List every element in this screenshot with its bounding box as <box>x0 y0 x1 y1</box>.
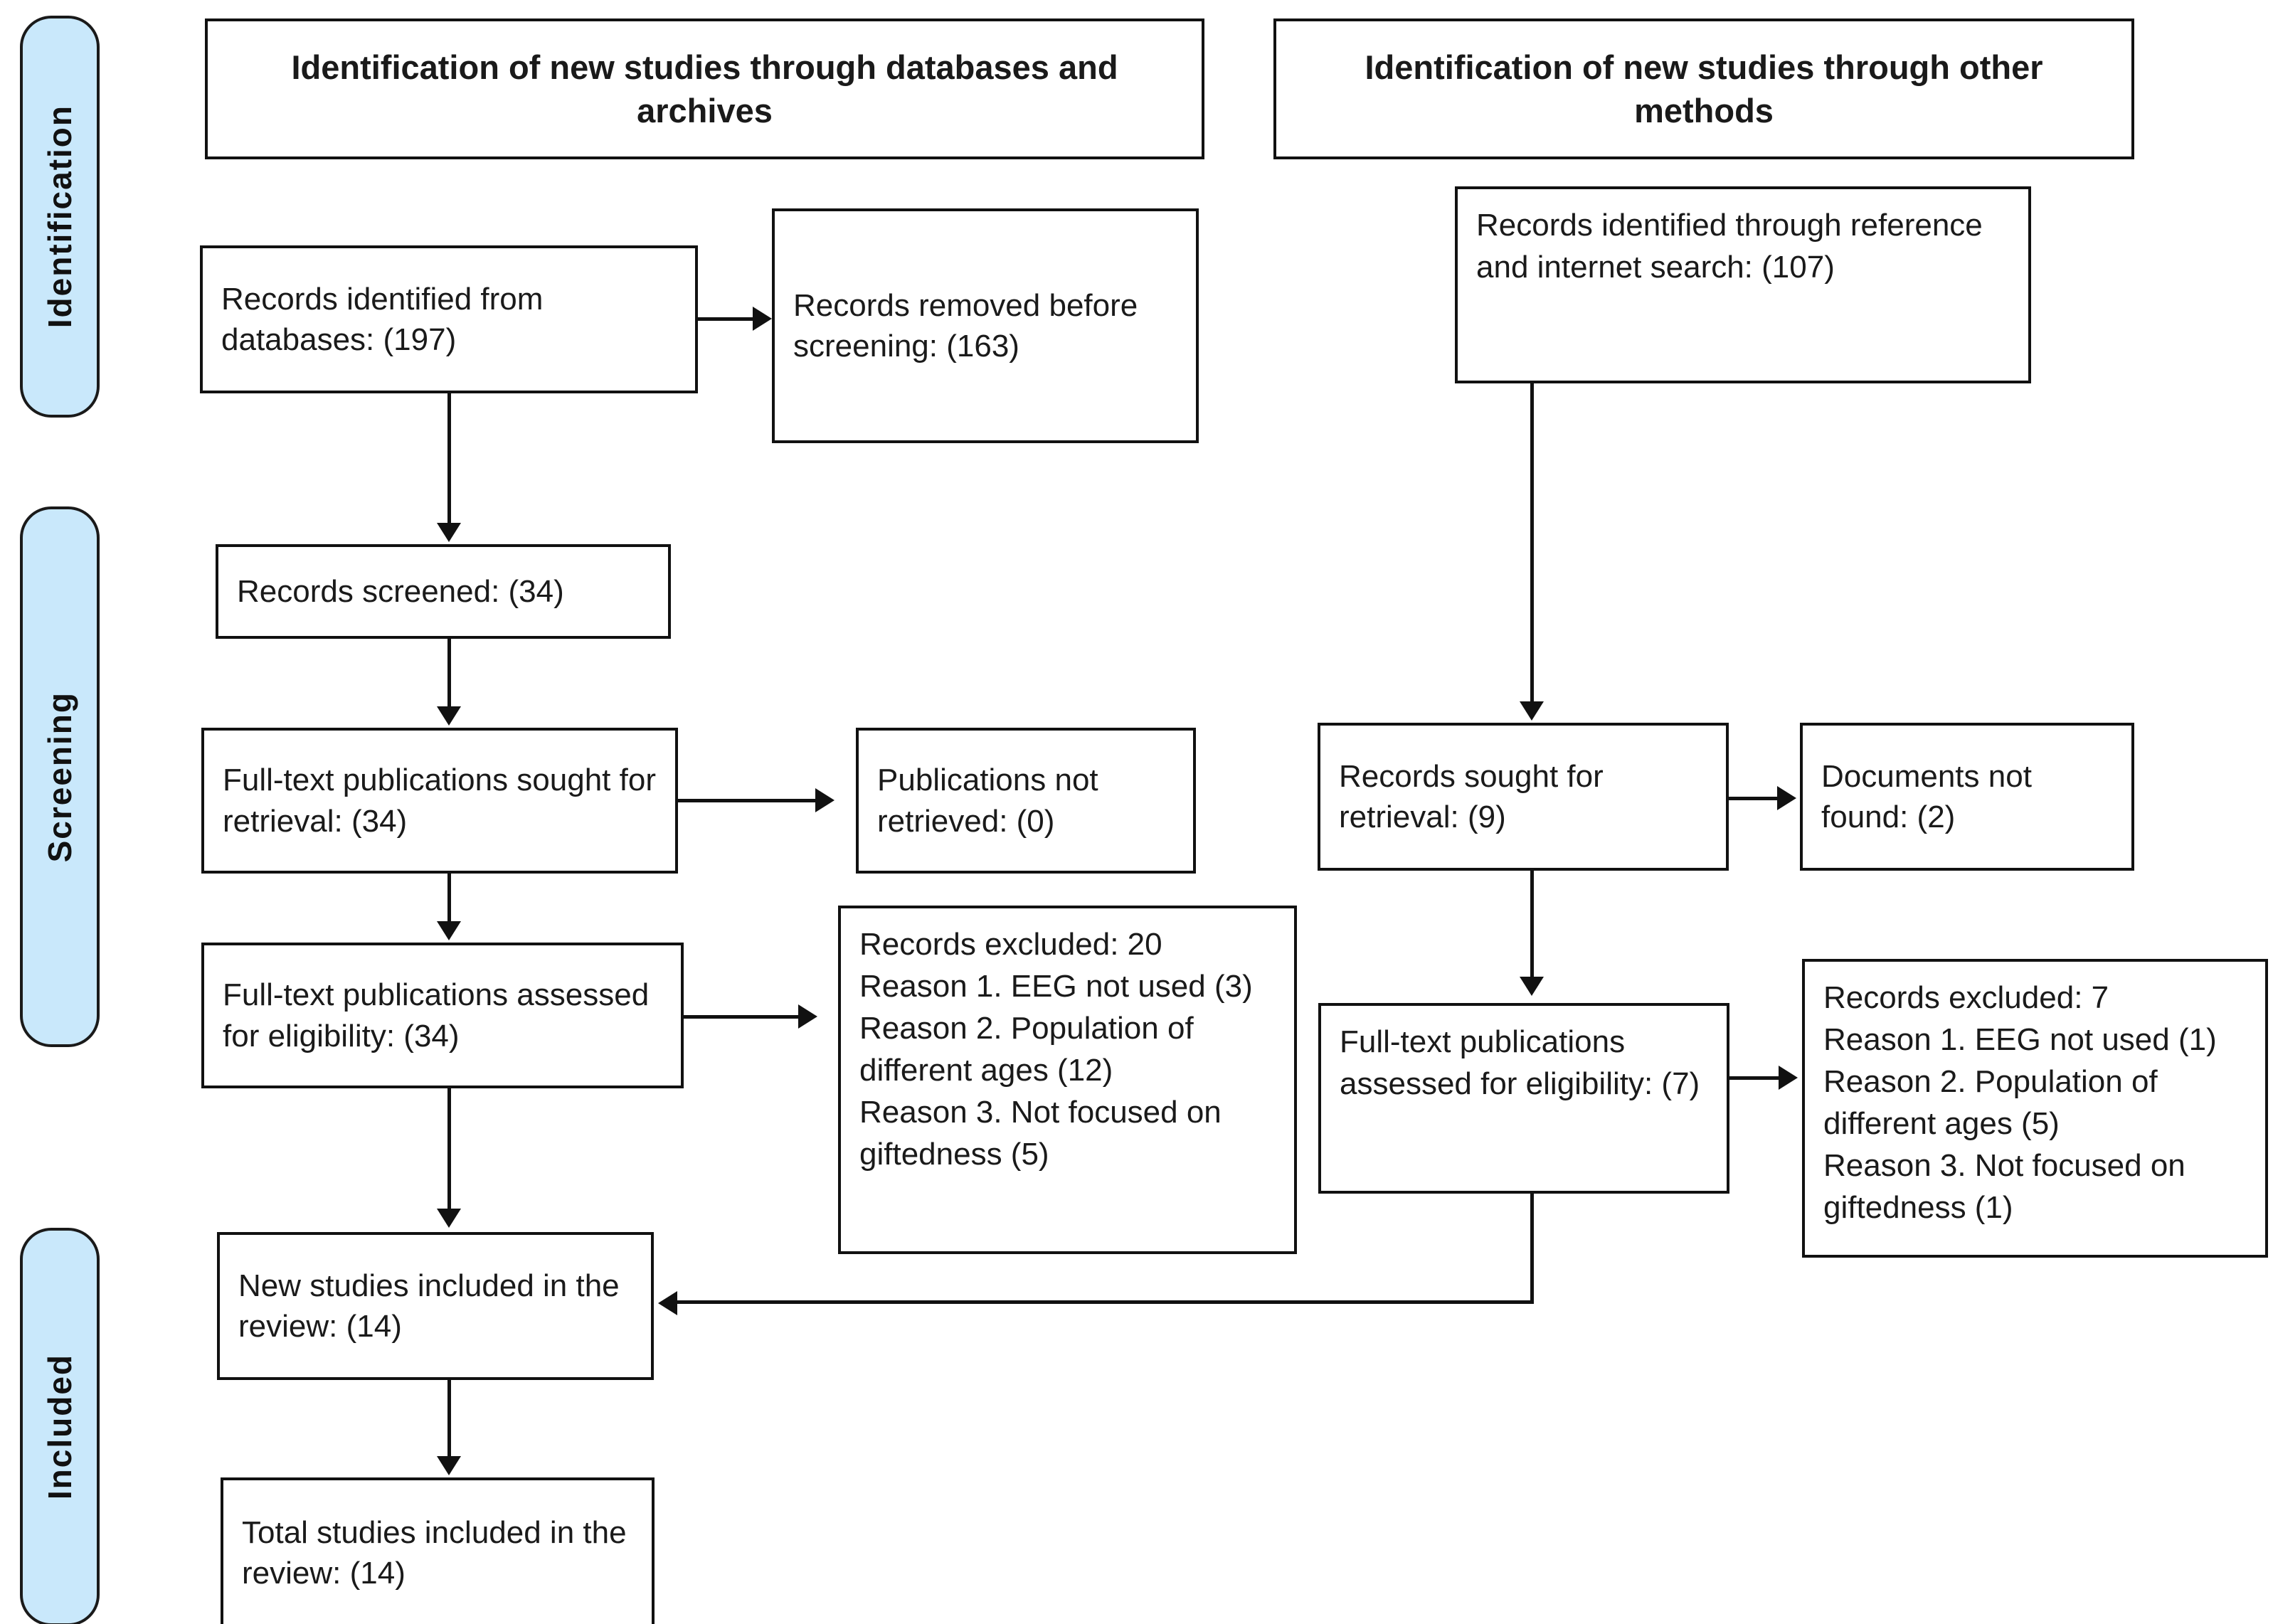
connector-assessed-to-excluded-left <box>684 1015 800 1019</box>
box-records-identified-other-methods: Records identified through reference and… <box>1455 186 2031 383</box>
connector-sought-to-assessed-right <box>1530 871 1534 979</box>
connector-assessed-right-to-new-studies-horizontal <box>677 1300 1534 1304</box>
box-new-studies-included-text: New studies included in the review: (14) <box>238 1268 620 1344</box>
connector-sought-to-assessed <box>447 874 451 923</box>
box-fulltext-sought-for-retrieval-text: Full-text publications sought for retrie… <box>223 763 656 839</box>
box-documents-not-found-text: Documents not found: (2) <box>1821 758 2032 834</box>
arrowhead-identified-to-removed <box>753 307 772 331</box>
box-records-screened-text: Records screened: (34) <box>237 573 564 609</box>
box-records-identified-other-methods-text: Records identified through reference and… <box>1476 208 1983 285</box>
box-records-removed-before-screening: Records removed before screening: (163) <box>772 208 1199 443</box>
connector-other-identified-to-sought <box>1530 383 1534 704</box>
arrowhead-sought-to-documents-not-found <box>1777 786 1796 810</box>
box-fulltext-sought-for-retrieval: Full-text publications sought for retrie… <box>201 728 678 874</box>
phase-label-screening: Screening <box>20 506 100 1047</box>
phase-label-identification-text: Identification <box>41 105 78 329</box>
phase-label-identification: Identification <box>20 16 100 418</box>
arrowhead-assessed-to-new-studies <box>437 1209 461 1228</box>
header-box-other-methods: Identification of new studies through ot… <box>1273 18 2134 159</box>
arrowhead-sought-to-assessed <box>437 921 461 940</box>
arrowhead-sought-to-not-retrieved <box>815 788 835 812</box>
box-publications-not-retrieved: Publications not retrieved: (0) <box>856 728 1196 874</box>
box-records-sought-for-retrieval: Records sought for retrieval: (9) <box>1318 723 1729 871</box>
box-publications-not-retrieved-text: Publications not retrieved: (0) <box>877 763 1098 839</box>
box-fulltext-assessed-eligibility-left-text: Full-text publications assessed for elig… <box>223 977 650 1054</box>
phase-label-screening-text: Screening <box>41 691 78 863</box>
arrowhead-assessed-right-to-excluded-right <box>1779 1066 1798 1090</box>
box-documents-not-found: Documents not found: (2) <box>1800 723 2134 871</box>
arrowhead-assessed-to-excluded-left <box>798 1004 817 1029</box>
connector-sought-to-documents-not-found <box>1729 797 1781 800</box>
box-records-identified-databases: Records identified from databases: (197) <box>200 245 698 393</box>
connector-new-studies-to-total-studies <box>447 1380 451 1458</box>
phase-label-included: Included <box>20 1228 100 1624</box>
connector-sought-to-not-retrieved <box>678 799 817 802</box>
box-records-sought-for-retrieval-text: Records sought for retrieval: (9) <box>1339 758 1604 834</box>
header-box-other-methods-text: Identification of new studies through ot… <box>1365 48 2043 129</box>
box-fulltext-assessed-eligibility-left: Full-text publications assessed for elig… <box>201 943 684 1088</box>
arrowhead-new-studies-to-total-studies <box>437 1456 461 1475</box>
box-fulltext-assessed-eligibility-right-text: Full-text publications assessed for elig… <box>1340 1024 1700 1101</box>
box-records-identified-databases-text: Records identified from databases: (197) <box>221 281 544 357</box>
phase-label-included-text: Included <box>41 1354 78 1500</box>
arrowhead-sought-to-assessed-right <box>1520 977 1544 996</box>
box-fulltext-assessed-eligibility-right: Full-text publications assessed for elig… <box>1318 1003 1729 1194</box>
box-records-screened: Records screened: (34) <box>216 544 671 639</box>
connector-assessed-right-to-new-studies-vertical <box>1530 1194 1534 1304</box>
box-total-studies-included-text: Total studies included in the review: (1… <box>242 1514 627 1591</box>
header-box-databases: Identification of new studies through da… <box>205 18 1204 159</box>
connector-screened-to-sought <box>447 639 451 708</box>
box-records-excluded-left-text: Records excluded: 20 Reason 1. EEG not u… <box>859 927 1253 1172</box>
connector-identified-to-screened <box>447 393 451 526</box>
connector-assessed-right-to-excluded-right <box>1729 1076 1782 1080</box>
box-records-excluded-right: Records excluded: 7 Reason 1. EEG not us… <box>1802 959 2268 1258</box>
box-records-excluded-right-text: Records excluded: 7 Reason 1. EEG not us… <box>1823 980 2217 1225</box>
connector-identified-to-removed <box>698 317 758 321</box>
arrowhead-identified-to-screened <box>437 523 461 542</box>
box-records-removed-before-screening-text: Records removed before screening: (163) <box>793 287 1138 363</box>
arrowhead-screened-to-sought <box>437 706 461 726</box>
arrowhead-other-identified-to-sought <box>1520 701 1544 721</box>
arrowhead-assessed-right-to-new-studies <box>658 1291 677 1315</box>
connector-assessed-to-new-studies <box>447 1088 451 1211</box>
box-new-studies-included: New studies included in the review: (14) <box>217 1232 654 1380</box>
box-total-studies-included: Total studies included in the review: (1… <box>221 1477 655 1624</box>
box-records-excluded-left: Records excluded: 20 Reason 1. EEG not u… <box>838 906 1297 1254</box>
header-box-databases-text: Identification of new studies through da… <box>291 48 1118 129</box>
